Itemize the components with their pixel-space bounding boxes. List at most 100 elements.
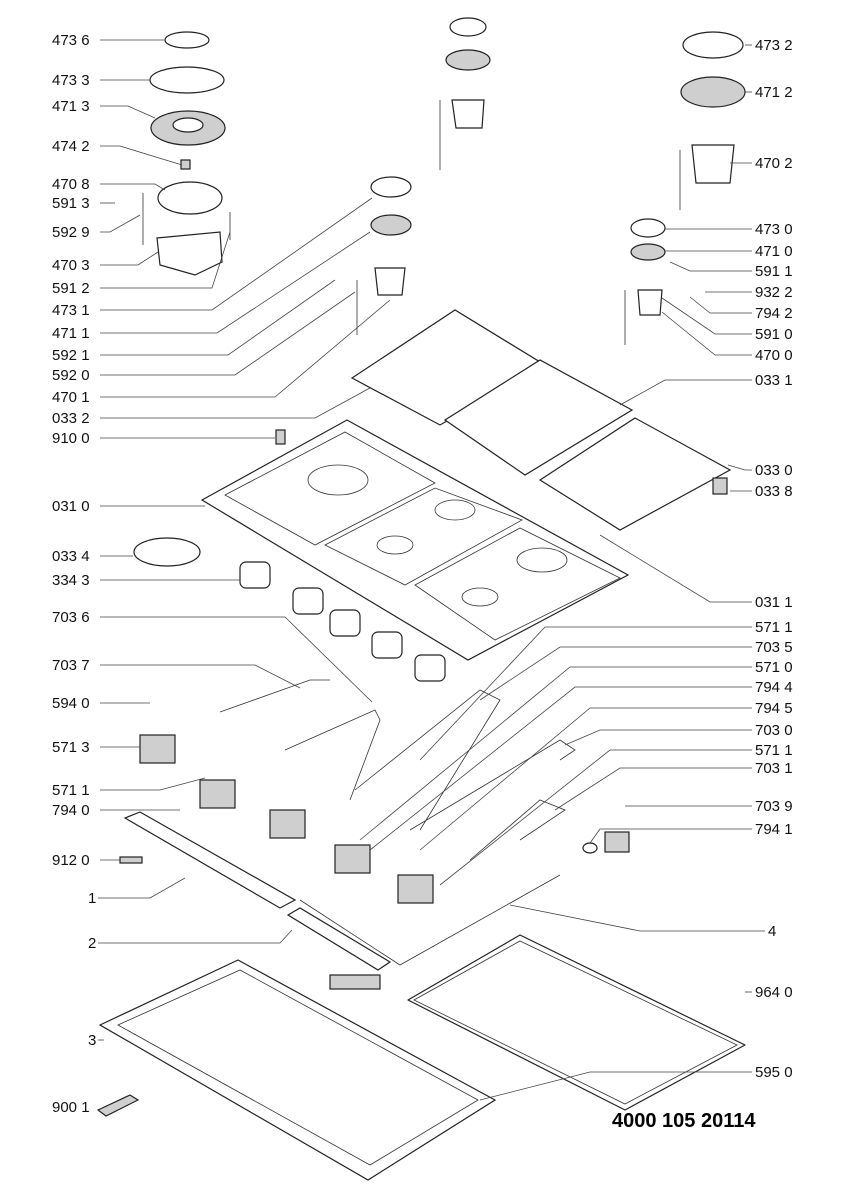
rear-rail-1 — [123, 811, 297, 909]
main-gas-pipe — [299, 874, 561, 966]
part-number-label: 571 3 — [52, 739, 90, 756]
hob-seal-gasket-inner — [413, 940, 738, 1105]
part-number-label: 912 0 — [52, 852, 90, 869]
pan-support-middle — [443, 359, 634, 476]
leader-line — [661, 297, 752, 335]
knob — [239, 561, 271, 589]
screw — [275, 429, 286, 445]
leader-line — [439, 749, 752, 886]
part-number-label: 900 1 — [52, 1099, 90, 1116]
part-number-label: 474 2 — [52, 138, 90, 155]
burner-head — [445, 49, 491, 71]
burner-body — [691, 144, 735, 184]
part-number-label: 031 0 — [52, 498, 90, 515]
burner-hole — [307, 464, 369, 496]
leader-line — [100, 291, 356, 376]
part-number-label: 794 2 — [755, 305, 793, 322]
part-number-label: 4 — [768, 923, 776, 940]
seal-washer — [582, 842, 598, 854]
burner-cap — [630, 218, 666, 238]
leader-line — [100, 299, 391, 398]
terminal-block — [329, 974, 381, 990]
burner-hole — [434, 499, 476, 521]
part-number-label: 471 1 — [52, 325, 90, 342]
burner-hole — [461, 587, 499, 607]
burner-body — [374, 267, 406, 296]
part-number-label: 592 1 — [52, 347, 90, 364]
leader-line — [100, 251, 159, 266]
part-number-label: 591 0 — [755, 326, 793, 343]
hob-zone-3 — [414, 527, 621, 641]
part-number-label: 703 1 — [755, 760, 793, 777]
seal-ring — [157, 181, 223, 215]
leader-line — [661, 311, 752, 356]
part-number-label: 470 1 — [52, 389, 90, 406]
burner-head — [680, 76, 746, 108]
part-number-label: 033 8 — [755, 483, 793, 500]
leader-line — [727, 464, 752, 471]
part-number-label: 703 6 — [52, 609, 90, 626]
part-number-label: 471 2 — [755, 84, 793, 101]
burner-head-inner — [172, 117, 204, 133]
foot — [712, 477, 728, 495]
part-number-label: 3 — [88, 1032, 96, 1049]
leader-line — [100, 231, 231, 289]
part-number-label: 031 1 — [755, 594, 793, 611]
gas-pipe — [409, 739, 576, 831]
leader-line — [100, 664, 301, 689]
leader-line — [689, 296, 752, 314]
part-number-label: 932 2 — [755, 284, 793, 301]
part-number-label: 473 6 — [52, 32, 90, 49]
gas-valve — [334, 844, 371, 874]
gas-valve — [269, 809, 306, 839]
part-number-label: 033 1 — [755, 372, 793, 389]
burner-head — [630, 243, 666, 261]
part-number-label: 592 0 — [52, 367, 90, 384]
part-number-label: 592 9 — [52, 224, 90, 241]
injector — [180, 159, 191, 170]
part-number-label: 591 2 — [52, 280, 90, 297]
part-number-label: 571 0 — [755, 659, 793, 676]
part-number-label: 595 0 — [755, 1064, 793, 1081]
gas-pipe — [284, 709, 381, 801]
gas-valve — [199, 779, 236, 809]
part-number-label: 473 1 — [52, 302, 90, 319]
base-tray — [98, 959, 497, 1181]
part-number-label: 334 3 — [52, 572, 90, 589]
part-number-label: 571 1 — [755, 742, 793, 759]
part-number-label: 964 0 — [755, 984, 793, 1001]
part-number-label: 471 3 — [52, 98, 90, 115]
part-number-label: 703 5 — [755, 639, 793, 656]
burner-cap-ring-large — [149, 66, 225, 94]
leader-line — [479, 1071, 752, 1101]
leader-line — [564, 729, 752, 746]
part-number-label: 571 1 — [755, 619, 793, 636]
leader-line — [100, 105, 156, 119]
burner-body — [637, 289, 663, 316]
part-number-label: 470 8 — [52, 176, 90, 193]
burner-body-large — [156, 231, 223, 276]
gas-valve — [397, 874, 434, 904]
parts-drawing — [96, 17, 746, 1181]
part-number-label: 473 0 — [755, 221, 793, 238]
leader-line — [359, 666, 752, 841]
leader-line — [599, 534, 752, 603]
part-number-label: 470 0 — [755, 347, 793, 364]
part-number-label: 703 9 — [755, 798, 793, 815]
leader-line — [669, 261, 752, 272]
knob — [414, 654, 446, 682]
leader-line — [100, 279, 336, 356]
leader-line — [100, 214, 141, 233]
gas-valve — [139, 734, 176, 764]
part-number-label: 703 7 — [52, 657, 90, 674]
burner-cap — [370, 176, 412, 198]
leader-line — [98, 877, 186, 899]
part-number-label: 571 1 — [52, 782, 90, 799]
leader-line — [100, 231, 371, 334]
leader-line — [479, 646, 752, 701]
knob — [329, 609, 361, 637]
hob-top-plate — [200, 419, 630, 661]
part-number-label: 470 3 — [52, 257, 90, 274]
